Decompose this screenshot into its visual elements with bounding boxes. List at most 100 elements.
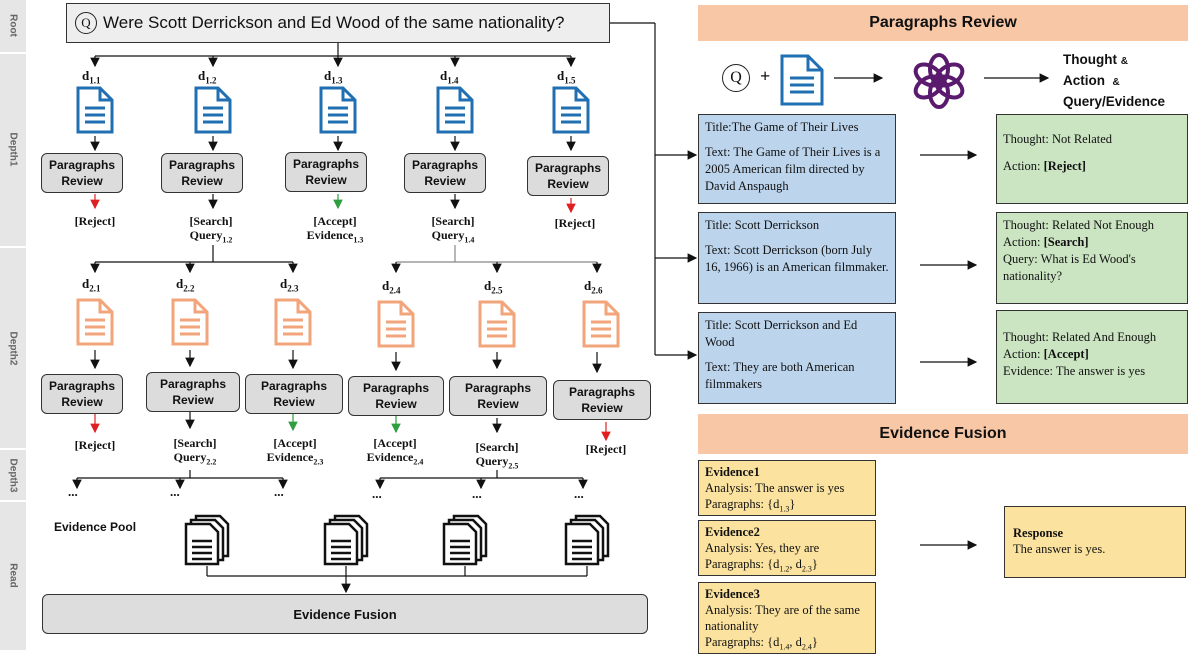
stacked-documents-icon xyxy=(442,514,488,566)
evidence-name: Evidence3 xyxy=(705,587,760,601)
response-text: The answer is yes. xyxy=(1013,542,1106,556)
document-icon xyxy=(780,54,824,106)
evidence-name: Evidence1 xyxy=(705,465,760,479)
doc-label-d2-1: d2.1 xyxy=(82,276,101,294)
depth3-dots: ... xyxy=(274,484,284,499)
stacked-documents-icon xyxy=(564,514,610,566)
review-box-d2-4: Paragraphs Review xyxy=(348,376,444,416)
review-box-d2-3: Paragraphs Review xyxy=(245,374,343,414)
question-text: Were Scott Derrickson and Ed Wood of the… xyxy=(103,13,565,32)
stacked-documents-icon xyxy=(323,514,369,566)
evidence-fusion-header: Evidence Fusion xyxy=(698,414,1188,454)
action-d1-5: [Reject] xyxy=(554,216,596,230)
doc-label-d2-5: d2.5 xyxy=(484,278,503,296)
review-box-d2-6: Paragraphs Review xyxy=(553,380,651,420)
depth3-dots: ... xyxy=(170,484,180,499)
paragraph-title: Title: Scott Derrickson and Ed Wood xyxy=(705,318,858,349)
thought-action-title: Thought & Action & Query/Evidence xyxy=(1063,52,1166,109)
doc-label-d1-1: d1.1 xyxy=(82,68,101,86)
paragraph-text: Text: They are both American filmmakers xyxy=(705,360,855,391)
evidence-fusion-bar: Evidence Fusion xyxy=(42,594,648,634)
stage-depth3: Depth3 xyxy=(0,450,26,500)
stage-depth2: Depth2 xyxy=(0,248,26,448)
paragraph-example-1: Title:The Game of Their Lives Text: The … xyxy=(698,114,896,204)
paragraph-text: Text: Scott Derrickson (born July 16, 19… xyxy=(705,243,889,274)
question-icon: Q xyxy=(75,12,97,34)
action-d2-5: [Search]Query2.5 xyxy=(475,440,519,471)
action-d2-6: [Reject] xyxy=(585,442,627,456)
review-box-d1-2: Paragraphs Review xyxy=(161,153,243,193)
evidence-text: Evidence: The answer is yes xyxy=(1003,364,1146,378)
evidence-card-2: Evidence2 Analysis: Yes, they are Paragr… xyxy=(698,520,876,576)
review-box-d2-5: Paragraphs Review xyxy=(449,376,547,416)
evidence-analysis: Analysis: They are of the same nationali… xyxy=(705,603,860,633)
action-d2-4: [Accept]Evidence2.4 xyxy=(366,436,424,467)
doc-label-d1-3: d1.3 xyxy=(324,68,343,86)
evidence-pool-label: Evidence Pool xyxy=(54,520,137,534)
document-icon xyxy=(171,298,209,346)
evidence-name: Evidence2 xyxy=(705,525,760,539)
question-box: Q Were Scott Derrickson and Ed Wood of t… xyxy=(66,3,610,43)
document-icon xyxy=(76,298,114,346)
stage-depth1: Depth1 xyxy=(0,54,26,246)
document-icon xyxy=(478,300,516,348)
document-icon xyxy=(552,86,590,134)
review-box-d1-5: Paragraphs Review xyxy=(527,156,609,196)
depth3-dots: ... xyxy=(472,486,482,501)
depth3-dots: ... xyxy=(574,486,584,501)
action-text: Action: [Reject] xyxy=(1003,159,1086,173)
evidence-paragraphs: Paragraphs: {d1.4, d2.4} xyxy=(705,635,818,652)
stage-read: Read xyxy=(0,502,26,650)
paragraph-example-3: Title: Scott Derrickson and Ed Wood Text… xyxy=(698,312,896,404)
paragraph-title: Title: Scott Derrickson xyxy=(705,218,820,232)
paragraph-title: Title:The Game of Their Lives xyxy=(705,120,859,134)
review-box-d1-3: Paragraphs Review xyxy=(285,152,367,192)
evidence-card-1: Evidence1 Analysis: The answer is yes Pa… xyxy=(698,460,876,516)
action-d2-3: [Accept]Evidence2.3 xyxy=(266,436,324,467)
action-d1-1: [Reject] xyxy=(74,214,116,228)
action-d1-3: [Accept]Evidence1.3 xyxy=(306,214,364,245)
doc-label-d2-4: d2.4 xyxy=(382,278,401,296)
document-icon xyxy=(319,86,357,134)
evidence-analysis: Analysis: Yes, they are xyxy=(705,541,820,555)
review-box-d1-1: Paragraphs Review xyxy=(41,153,123,193)
document-icon xyxy=(194,86,232,134)
plus-sign: + xyxy=(760,66,771,86)
thought-text: Thought: Related And Enough xyxy=(1003,330,1157,344)
depth3-dots: ... xyxy=(68,484,78,499)
evidence-paragraphs: Paragraphs: {d1.3} xyxy=(705,497,796,514)
thought-text: Thought: Related Not Enough xyxy=(1003,218,1155,232)
response-card: Response The answer is yes. xyxy=(1004,506,1186,578)
action-text: Action: [Search] xyxy=(1003,235,1089,249)
action-d1-2: [Search]Query1.2 xyxy=(189,214,233,245)
doc-label-d2-3: d2.3 xyxy=(280,276,299,294)
document-icon xyxy=(436,86,474,134)
doc-label-d1-5: d1.5 xyxy=(557,68,576,86)
query-text: Query: What is Ed Wood's nationality? xyxy=(1003,252,1136,283)
review-result-3: Thought: Related And Enough Action: [Acc… xyxy=(996,310,1188,404)
document-icon xyxy=(377,300,415,348)
doc-label-d1-2: d1.2 xyxy=(198,68,217,86)
openai-logo xyxy=(913,53,965,109)
action-d2-2: [Search]Query2.2 xyxy=(173,436,217,467)
stage-root: Root xyxy=(0,0,26,52)
evidence-analysis: Analysis: The answer is yes xyxy=(705,481,845,495)
document-icon xyxy=(582,300,620,348)
question-icon: Q xyxy=(722,64,750,92)
evidence-paragraphs: Paragraphs: {d1.2, d2.3} xyxy=(705,557,818,574)
review-box-d1-4: Paragraphs Review xyxy=(404,153,486,193)
paragraphs-review-header: Paragraphs Review xyxy=(698,5,1188,41)
doc-label-d2-2: d2.2 xyxy=(176,276,195,294)
review-box-d2-1: Paragraphs Review xyxy=(41,374,123,414)
document-icon xyxy=(274,298,312,346)
doc-label-d1-4: d1.4 xyxy=(440,68,459,86)
evidence-card-3: Evidence3 Analysis: They are of the same… xyxy=(698,582,876,654)
action-d2-1: [Reject] xyxy=(74,438,116,452)
document-icon xyxy=(76,86,114,134)
thought-text: Thought: Not Related xyxy=(1003,132,1113,146)
action-text: Action: [Accept] xyxy=(1003,347,1089,361)
stacked-documents-icon xyxy=(184,514,230,566)
depth3-dots: ... xyxy=(372,486,382,501)
paragraph-text: Text: The Game of Their Lives is a 2005 … xyxy=(705,145,881,193)
